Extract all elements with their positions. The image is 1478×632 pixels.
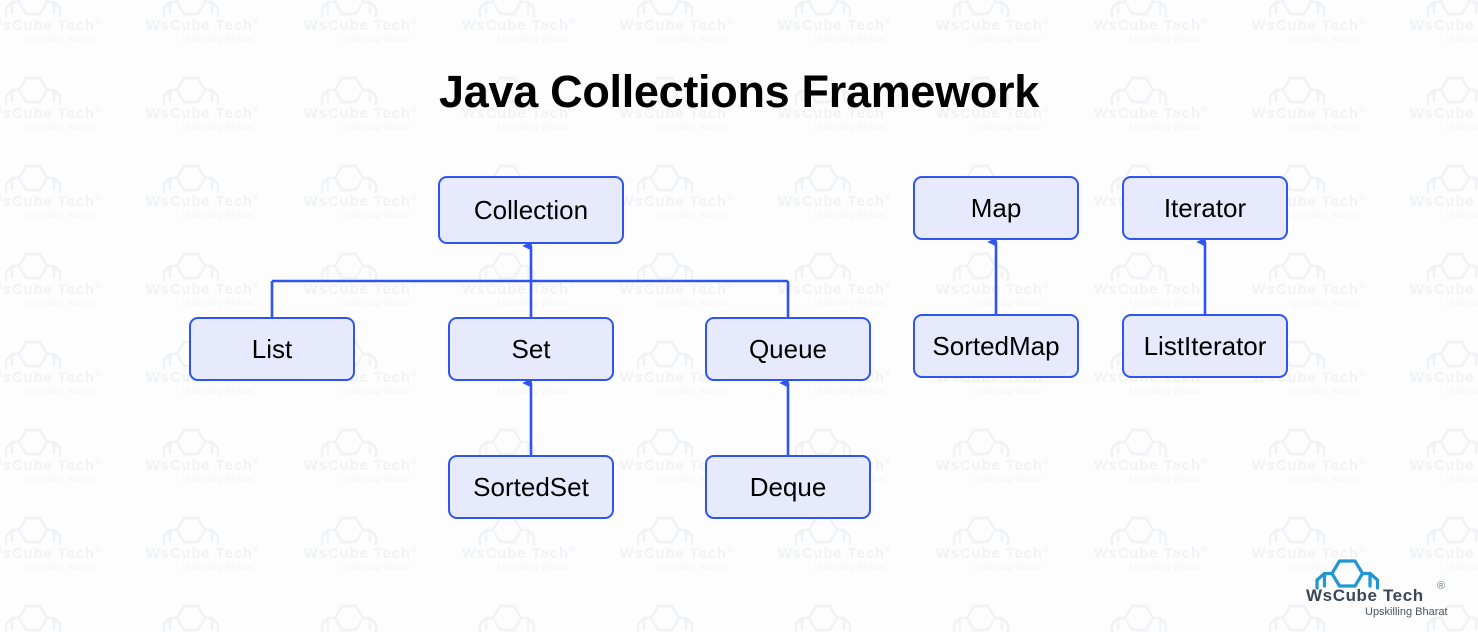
page-title: Java Collections Framework <box>439 66 1039 117</box>
honeycomb-hexagon-icon <box>1315 559 1380 590</box>
brand-name-part1: WsCube <box>1306 586 1378 605</box>
node-set[interactable]: Set <box>448 317 614 381</box>
brand-wordmark: WsCube Tech <box>1306 586 1424 606</box>
brand-name-part2: Tech <box>1382 586 1424 605</box>
registered-mark-icon: ® <box>1437 580 1446 592</box>
node-list[interactable]: List <box>189 317 355 381</box>
node-queue[interactable]: Queue <box>705 317 871 381</box>
node-sortedset[interactable]: SortedSet <box>448 455 614 519</box>
node-collection[interactable]: Collection <box>438 176 624 244</box>
node-map[interactable]: Map <box>913 176 1079 240</box>
node-iterator[interactable]: Iterator <box>1122 176 1288 240</box>
node-listiterator[interactable]: ListIterator <box>1122 314 1288 378</box>
node-deque[interactable]: Deque <box>705 455 871 519</box>
node-sortedmap[interactable]: SortedMap <box>913 314 1079 378</box>
brand-logo: WsCube Tech ® Upskilling Bharat <box>1306 558 1466 618</box>
brand-tagline: Upskilling Bharat <box>1365 606 1448 618</box>
